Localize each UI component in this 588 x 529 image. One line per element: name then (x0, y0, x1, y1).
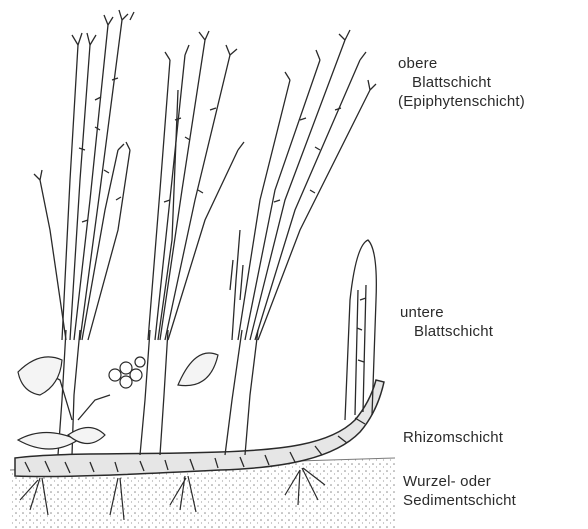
upper-leaf-layer-label: obere Blattschicht (Epiphytenschicht) (398, 54, 525, 111)
upper-leaf-layer-line3: (Epiphytenschicht) (398, 92, 525, 111)
lower-leaf-layer-line2: Blattschicht (400, 322, 493, 341)
seagrass-shoot-2-leaves-base (109, 353, 218, 388)
lower-leaf-layer-label: untere Blattschicht (400, 303, 493, 341)
upper-leaf-layer-line1: obere (398, 55, 437, 72)
root-sediment-layer-line1: Wurzel- oder (403, 473, 491, 490)
root-sediment-layer-label: Wurzel- oder Sedimentschicht (403, 472, 516, 510)
root-sediment-layer-line2: Sedimentschicht (403, 491, 516, 510)
lower-leaf-layer-line1: untere (400, 304, 444, 321)
rhizome-layer-label: Rhizomschicht (403, 428, 503, 447)
seagrass-shoot-3 (225, 30, 376, 455)
seagrass-shoot-2 (140, 31, 244, 455)
upper-leaf-layer-line2: Blattschicht (398, 73, 525, 92)
